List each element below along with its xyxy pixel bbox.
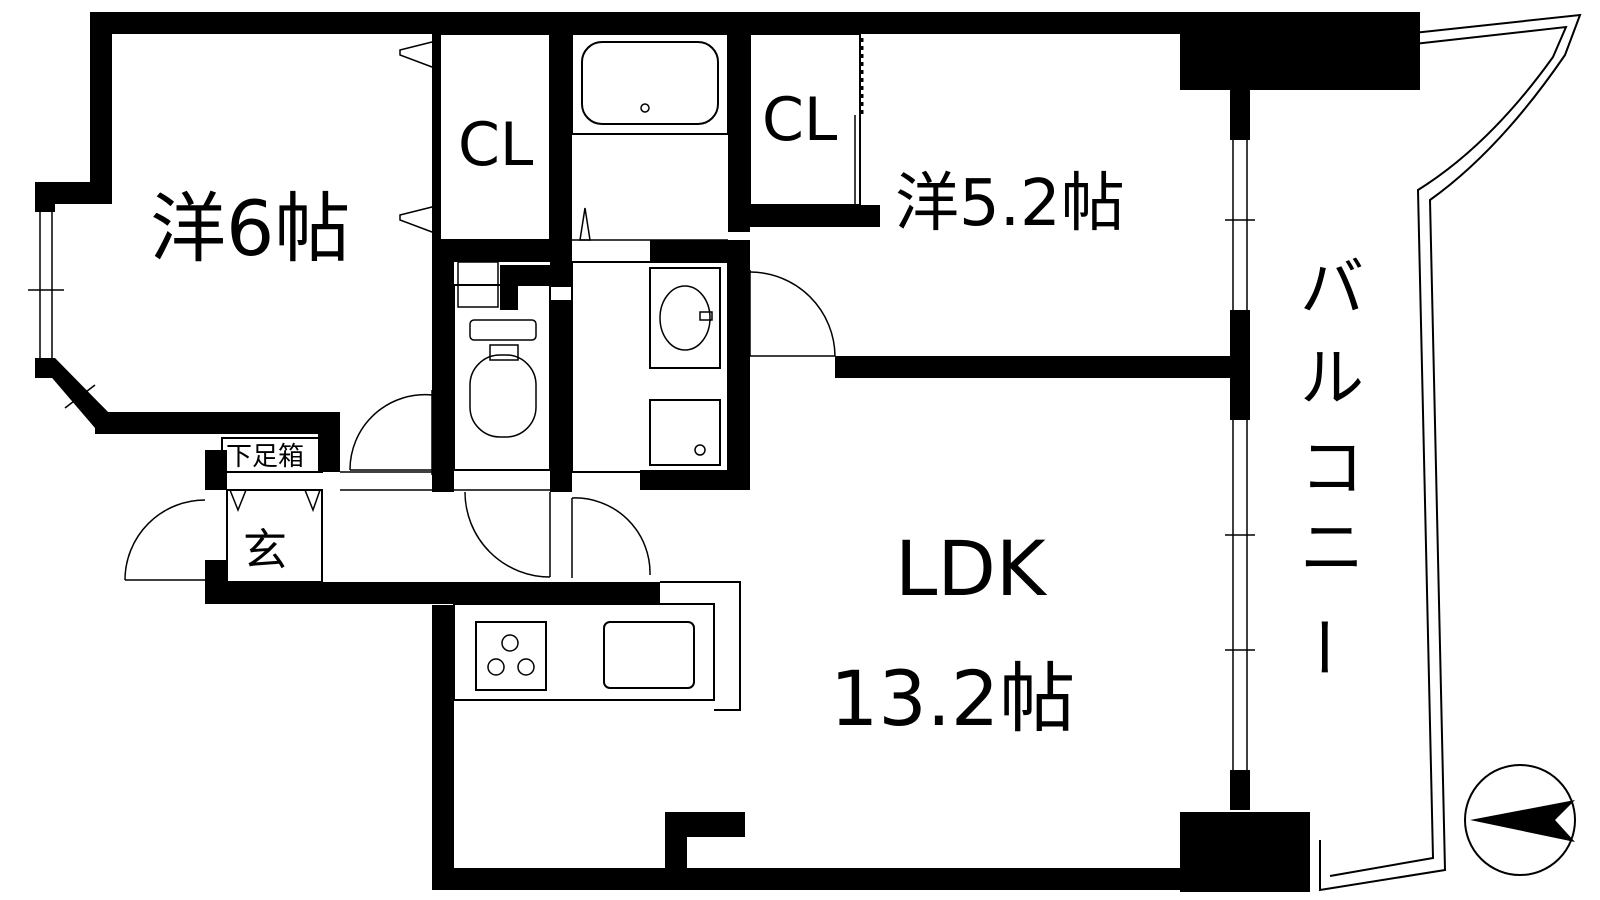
stove-burner-icon (475, 621, 547, 691)
sink-icon (603, 621, 695, 689)
room-label-ldk: LDK (895, 524, 1048, 613)
room-label-balcony: バ ル コ ニ ー (1284, 252, 1364, 679)
closets (399, 33, 864, 241)
doors (124, 270, 836, 581)
room-label-shoe-box: 下足箱 (226, 442, 304, 472)
balcony-char: ニ (1300, 512, 1364, 586)
washroom (571, 261, 729, 474)
bathroom (571, 33, 729, 241)
room-label-entrance: 玄 (243, 525, 287, 576)
room-label-western-6: 洋6帖 (150, 184, 350, 273)
room-label-ldk-size: 13.2帖 (830, 654, 1075, 743)
toilet-icon (469, 354, 537, 438)
balcony-char: ー (1284, 615, 1358, 679)
balcony-char: ル (1300, 342, 1364, 416)
balcony-char: バ (1300, 252, 1364, 326)
walls (35, 12, 1420, 892)
windows (28, 140, 1255, 770)
room-label-closet-left: CL (458, 110, 534, 180)
room-label-western-52: 洋5.2帖 (895, 167, 1125, 241)
kitchen (453, 581, 741, 711)
balcony (1319, 13, 1582, 892)
balcony-char: コ (1300, 432, 1364, 506)
entrance-area (221, 437, 323, 583)
bathtub-icon (581, 41, 719, 125)
toilet-room (453, 261, 551, 471)
north-arrow-icon (1464, 764, 1576, 876)
room-label-closet-right: CL (762, 85, 838, 155)
washbasin-icon (649, 267, 721, 369)
